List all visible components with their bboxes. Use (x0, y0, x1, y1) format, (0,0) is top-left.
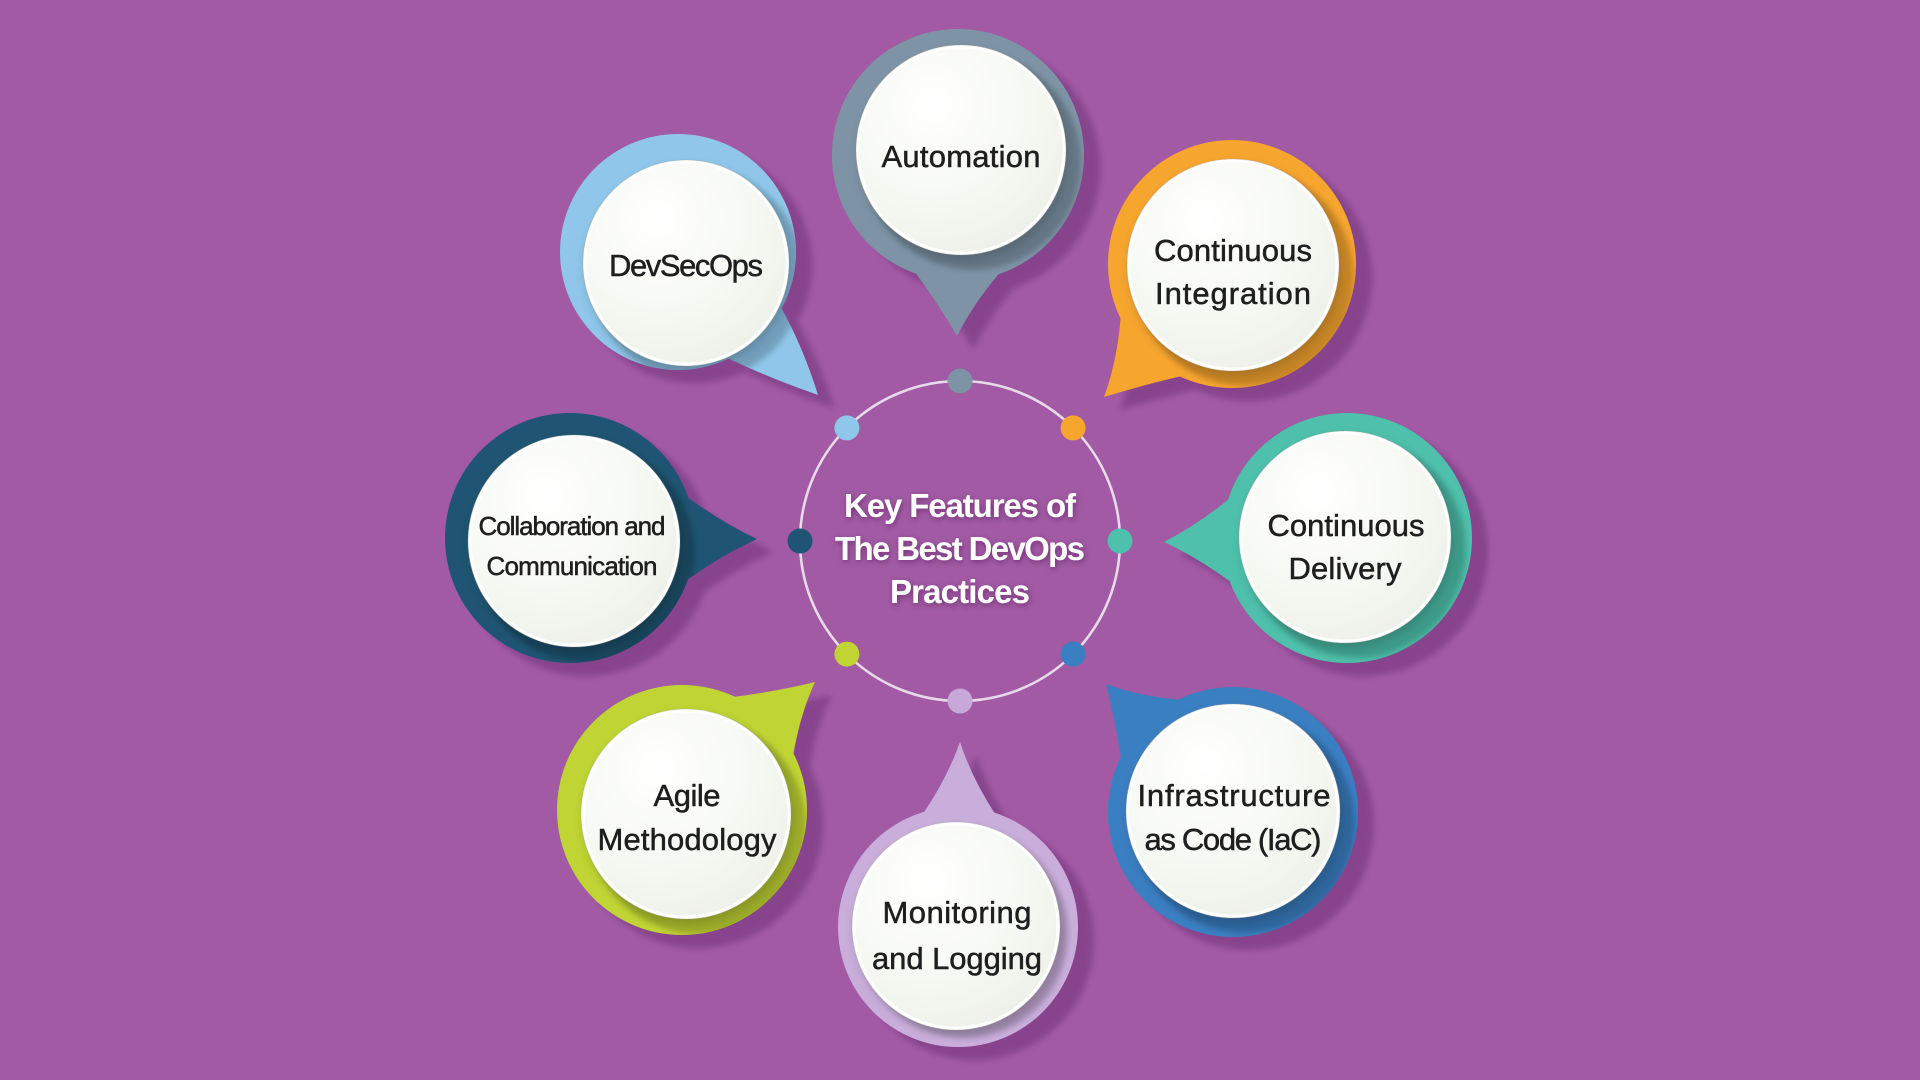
svg-text:Monitoring: Monitoring (883, 895, 1032, 930)
svg-text:Communication: Communication (487, 551, 658, 581)
svg-text:Key Features of: Key Features of (844, 487, 1077, 524)
svg-text:The Best DevOps: The Best DevOps (835, 530, 1085, 567)
svg-text:Infrastructure: Infrastructure (1138, 778, 1331, 813)
svg-text:DevSecOps: DevSecOps (609, 248, 763, 283)
svg-text:as Code (IaC): as Code (IaC) (1145, 822, 1322, 857)
svg-text:Integration: Integration (1155, 276, 1311, 311)
svg-text:Continuous: Continuous (1268, 508, 1425, 543)
svg-text:Collaboration and: Collaboration and (479, 511, 666, 541)
svg-text:Continuous: Continuous (1154, 233, 1312, 268)
svg-text:and Logging: and Logging (872, 941, 1042, 976)
svg-text:Delivery: Delivery (1289, 551, 1403, 586)
svg-text:Methodology: Methodology (598, 822, 778, 857)
svg-text:Automation: Automation (882, 139, 1041, 174)
svg-text:Agile: Agile (654, 778, 721, 813)
svg-text:Practices: Practices (890, 573, 1030, 610)
